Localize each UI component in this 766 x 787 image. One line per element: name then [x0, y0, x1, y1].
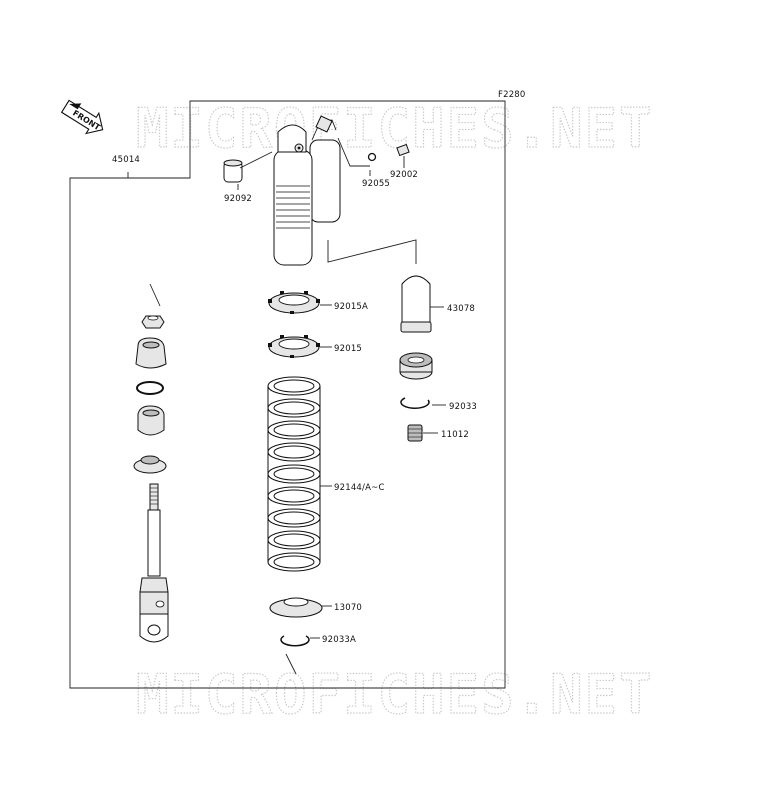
- label-92055: 92055: [362, 179, 390, 189]
- rod-bump-cap: [133, 455, 167, 474]
- label-92033: 92033: [449, 402, 477, 412]
- part-92015A-nut: [268, 291, 332, 314]
- part-92033-circlip: [400, 397, 446, 409]
- part-43078-bladder: [400, 275, 444, 333]
- label-45014: 45014: [112, 155, 140, 165]
- front-arrow-icon: FRONT: [60, 99, 104, 135]
- part-92015-nut: [268, 335, 332, 358]
- assembly-bracket: [69, 100, 506, 689]
- part-92055-oring: [337, 137, 377, 176]
- part-13070-seat: [269, 597, 332, 618]
- part-92144-spring: [267, 376, 321, 572]
- label-11012: 11012: [441, 430, 469, 440]
- part-92033A-circlip: [280, 635, 320, 675]
- piston-rod: [139, 483, 169, 643]
- label-92015: 92015: [334, 344, 362, 354]
- label-92092: 92092: [224, 194, 252, 204]
- label-92015A: 92015A: [334, 302, 368, 312]
- shock-absorber-body: [273, 115, 341, 266]
- label-43078: 43078: [447, 304, 475, 314]
- label-92033A: 92033A: [322, 635, 356, 645]
- rod-nut: [141, 315, 165, 329]
- label-92144: 92144/A~C: [334, 483, 385, 493]
- figure-code: F2280: [498, 90, 526, 100]
- rod-seal-head: [137, 405, 165, 436]
- watermark-bottom: MICROFICHES.NET: [136, 663, 654, 726]
- part-92092-bushing: [223, 151, 273, 190]
- rod-oring: [136, 381, 164, 395]
- part-92002-bolt: [396, 143, 410, 168]
- part-11012-valve: [407, 424, 438, 442]
- label-92002: 92002: [390, 170, 418, 180]
- rebound-stopper: [135, 337, 167, 369]
- label-13070: 13070: [334, 603, 362, 613]
- watermark-top: MICROFICHES.NET: [136, 97, 654, 160]
- reservoir-cap: [399, 352, 433, 380]
